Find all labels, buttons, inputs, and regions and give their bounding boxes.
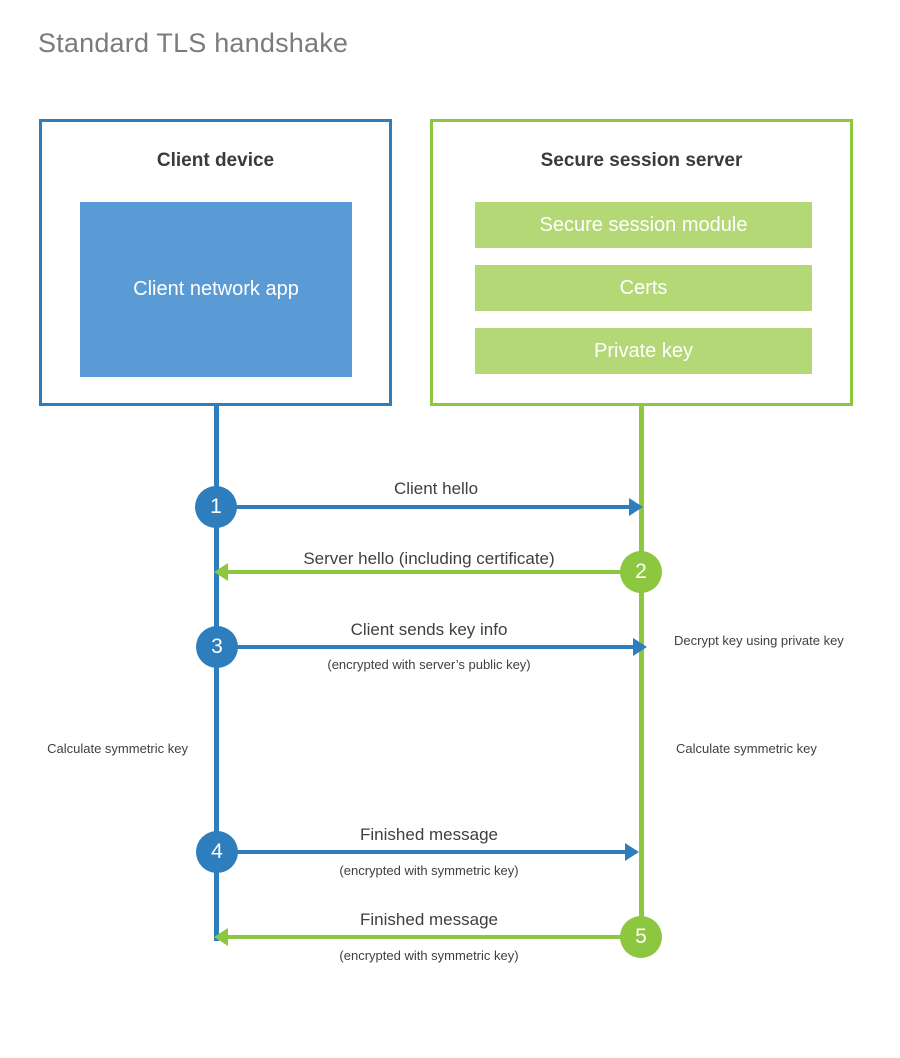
server-module-box-private-key: Private key bbox=[475, 328, 812, 374]
step-2-badge: 2 bbox=[620, 551, 662, 593]
client-network-app-box: Client network app bbox=[80, 202, 352, 377]
step-5-number: 5 bbox=[635, 925, 647, 948]
step-1-label: Client hello bbox=[393, 479, 479, 498]
client-network-app-label: Client network app bbox=[133, 278, 299, 300]
step-2-arrow-line bbox=[222, 570, 640, 574]
step-4-arrow-head-icon bbox=[625, 843, 639, 861]
step-3-arrow-line bbox=[216, 645, 640, 649]
annotation-client-calculate-symmetric-key: Calculate symmetric key bbox=[47, 741, 188, 756]
step-1-arrow-line bbox=[216, 505, 634, 509]
secure-session-server-title: Secure session server bbox=[540, 150, 743, 171]
step-3-arrow-head-icon bbox=[633, 638, 647, 656]
step-1-number: 1 bbox=[210, 495, 222, 518]
step-5-sublabel: (encrypted with symmetric key) bbox=[339, 948, 519, 963]
step-3-sublabel: (encrypted with server’s public key) bbox=[327, 657, 531, 672]
server-lifeline bbox=[639, 403, 644, 939]
client-lifeline bbox=[214, 403, 219, 941]
secure-session-server-panel: Secure session server Secure session mod… bbox=[430, 119, 853, 406]
step-5-label: Finished message bbox=[360, 910, 498, 929]
step-1-arrow-head-icon bbox=[629, 498, 643, 516]
server-module-box-certs: Certs bbox=[475, 265, 812, 311]
step-4-badge: 4 bbox=[196, 831, 238, 873]
annotation-server-decrypt: Decrypt key using private key bbox=[674, 633, 844, 648]
step-1-badge: 1 bbox=[195, 486, 237, 528]
server-module-box-secure-session-module: Secure session module bbox=[475, 202, 812, 248]
step-2-label: Server hello (including certificate) bbox=[303, 549, 555, 568]
server-module-label: Private key bbox=[594, 339, 693, 362]
step-3-badge: 3 bbox=[196, 626, 238, 668]
step-3-label: Client sends key info bbox=[350, 620, 508, 639]
server-module-label: Secure session module bbox=[539, 213, 748, 236]
step-3-number: 3 bbox=[211, 635, 223, 658]
step-4-sublabel: (encrypted with symmetric key) bbox=[339, 863, 519, 878]
step-5-arrow-line bbox=[222, 935, 640, 939]
step-4-number: 4 bbox=[211, 840, 223, 863]
annotation-server-calculate-symmetric-key: Calculate symmetric key bbox=[676, 741, 817, 756]
step-2-arrow-head-icon bbox=[214, 563, 228, 581]
step-2-number: 2 bbox=[635, 560, 647, 583]
client-device-panel: Client device Client network app bbox=[39, 119, 392, 406]
page-title: Standard TLS handshake bbox=[38, 28, 349, 58]
step-4-label: Finished message bbox=[360, 825, 498, 844]
step-5-arrow-head-icon bbox=[214, 928, 228, 946]
server-module-label: Certs bbox=[619, 276, 668, 299]
client-device-title: Client device bbox=[156, 150, 275, 171]
step-4-arrow-line bbox=[216, 850, 632, 854]
step-5-badge: 5 bbox=[620, 916, 662, 958]
